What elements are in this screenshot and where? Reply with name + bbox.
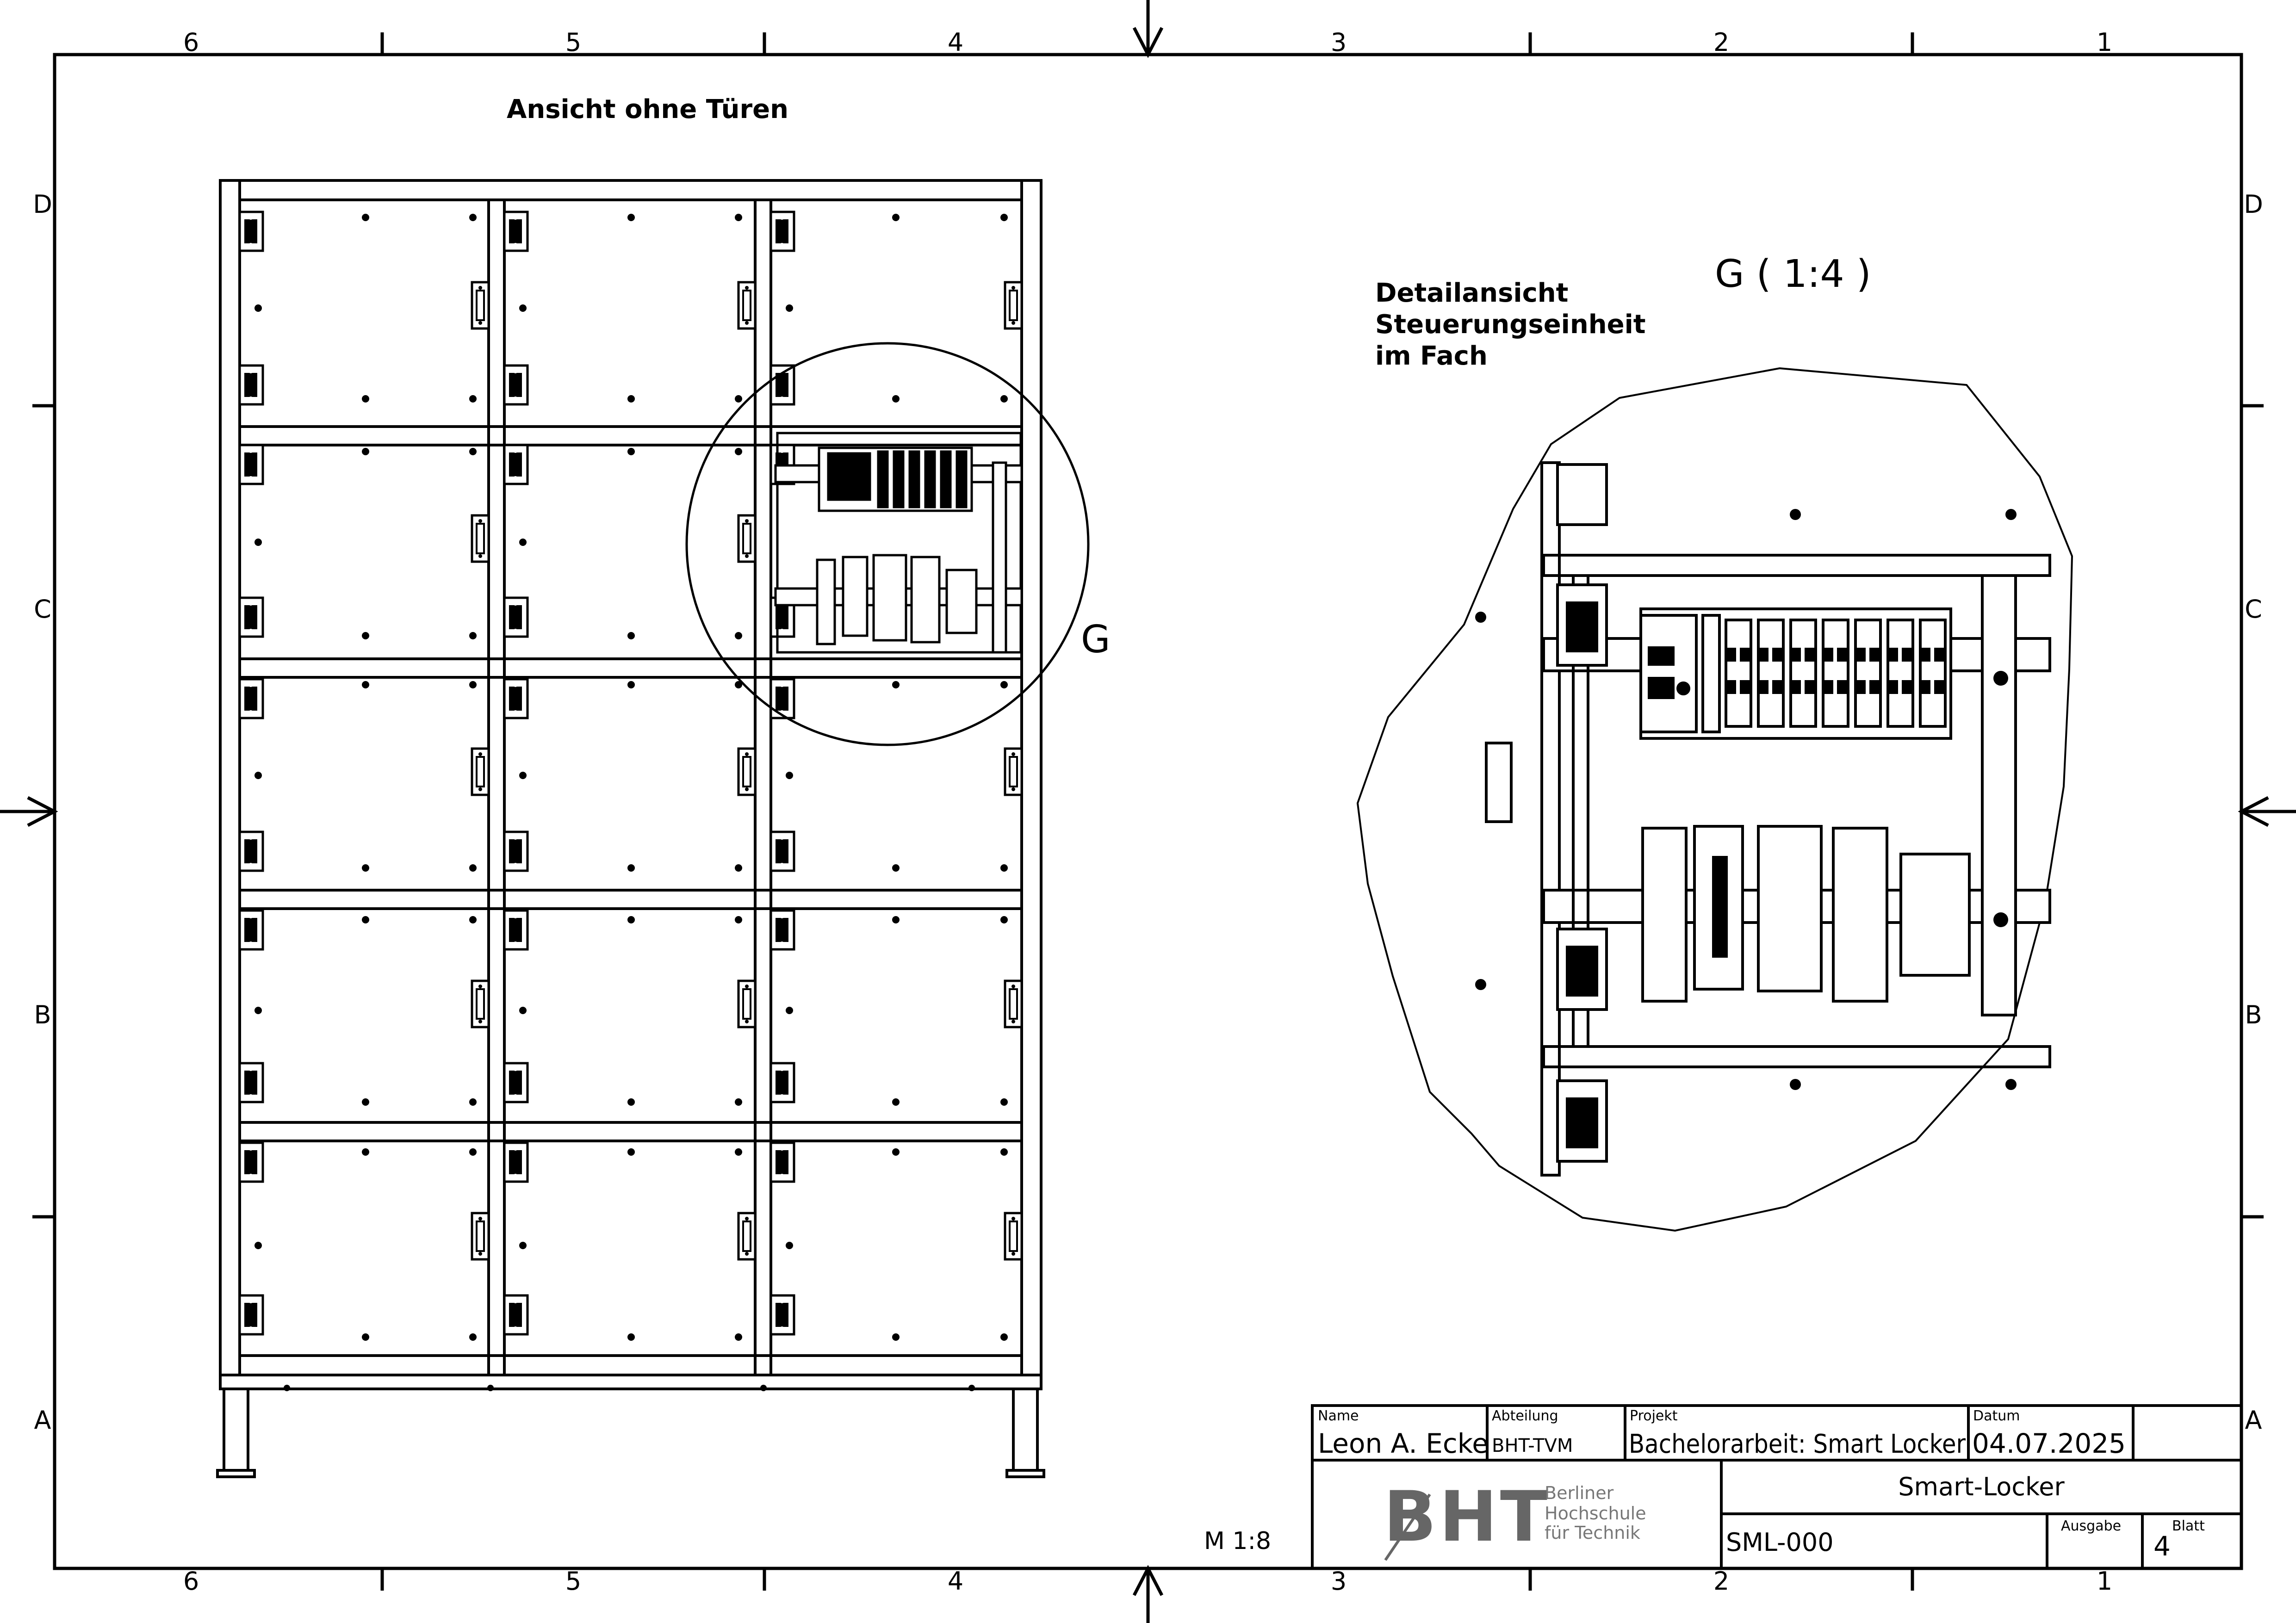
department-label: Abteilung [1492,1408,1558,1424]
compartment-hardware [240,212,1022,1334]
drawing-number: SML-000 [1726,1528,1834,1557]
row-label-a: A [34,1406,51,1435]
row-label-a-right: A [2245,1406,2262,1435]
name-label: Name [1318,1408,1359,1424]
locker-cabinet-view [216,179,1045,1478]
column-label-3-bottom: 3 [1331,1567,1347,1596]
bht-logo: BHT Berliner Hochschule für Technik [1384,1477,1646,1561]
row-label-d: D [33,190,52,219]
logo-line-3: für Technik [1545,1523,1640,1543]
column-label-5: 5 [565,28,581,57]
row-labels: D C B A D C B A [33,190,2263,1435]
drawing-frame [53,53,2243,1570]
name-value: Leon A. Ecke [1318,1428,1489,1459]
project-value: Bachelorarbeit: Smart Locker [1629,1429,1966,1459]
column-label-1-bottom: 1 [2097,1567,2112,1596]
row-label-d-right: D [2244,190,2263,219]
department-value: BHT-TVM [1492,1435,1573,1456]
control-unit-small [774,432,1023,654]
drawing-title: Smart-Locker [1898,1472,2065,1501]
column-label-3: 3 [1331,28,1347,57]
row-label-c: C [34,595,51,624]
column-labels: 6 5 4 3 2 1 6 5 4 3 2 1 [183,28,2112,1596]
detail-view-components [1475,509,2017,1148]
column-label-4: 4 [948,28,963,57]
logo-line-1: Berliner [1545,1483,1614,1503]
logo-mark: BHT [1384,1477,1550,1557]
column-label-6: 6 [183,28,199,57]
sheet-scale: M 1:8 [1204,1527,1271,1555]
detail-view-g [1356,367,2073,1232]
row-label-b-right: B [2245,1000,2262,1029]
column-label-2-bottom: 2 [1713,1567,1729,1596]
detail-view-title: Detailansicht Steuerungseinheit im Fach [1375,278,1646,371]
title-block [1311,1404,2243,1570]
date-value: 04.07.2025 [1972,1428,2126,1459]
column-label-2: 2 [1713,28,1729,57]
detail-scale-label: G ( 1:4 ) [1715,252,1871,296]
main-view-title: Ansicht ohne Türen [507,94,788,124]
row-label-b: B [34,1000,51,1029]
project-label: Projekt [1630,1408,1678,1424]
detail-circle [685,342,1090,746]
issue-label: Ausgabe [2061,1518,2121,1534]
detail-marker: G [1081,618,1111,662]
logo-line-2: Hochschule [1545,1503,1646,1524]
sheet-label: Blatt [2172,1518,2205,1534]
rivet-dots [254,214,1008,1391]
title-block-text: Name Leon A. Ecke Abteilung BHT-TVM Proj… [1318,1408,2205,1562]
detail-title-line-1: Detailansicht [1375,278,1568,308]
column-label-6-bottom: 6 [183,1567,199,1596]
row-label-c-right: C [2245,595,2262,624]
column-label-4-bottom: 4 [948,1567,963,1596]
detail-title-line-2: Steuerungseinheit [1375,310,1646,340]
column-label-5-bottom: 5 [565,1567,581,1596]
date-label: Datum [1973,1408,2020,1424]
sheet-value: 4 [2153,1530,2171,1562]
detail-title-line-3: im Fach [1375,341,1488,371]
column-label-1: 1 [2097,28,2112,57]
